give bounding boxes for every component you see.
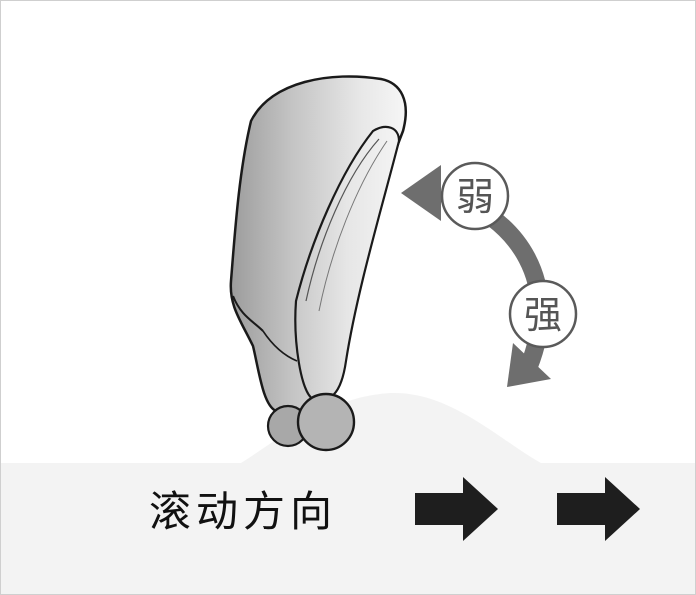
weak-label: 弱 bbox=[456, 175, 494, 219]
strong-badge: 强 bbox=[508, 279, 578, 349]
ground-surface bbox=[1, 392, 695, 594]
right-arrow-icon bbox=[557, 477, 640, 541]
weak-badge: 弱 bbox=[440, 161, 510, 231]
strong-label: 强 bbox=[524, 293, 562, 337]
roller-device-icon bbox=[229, 75, 408, 452]
right-arrow-icon bbox=[415, 477, 498, 541]
direction-label: 滚动方向 bbox=[149, 487, 337, 536]
